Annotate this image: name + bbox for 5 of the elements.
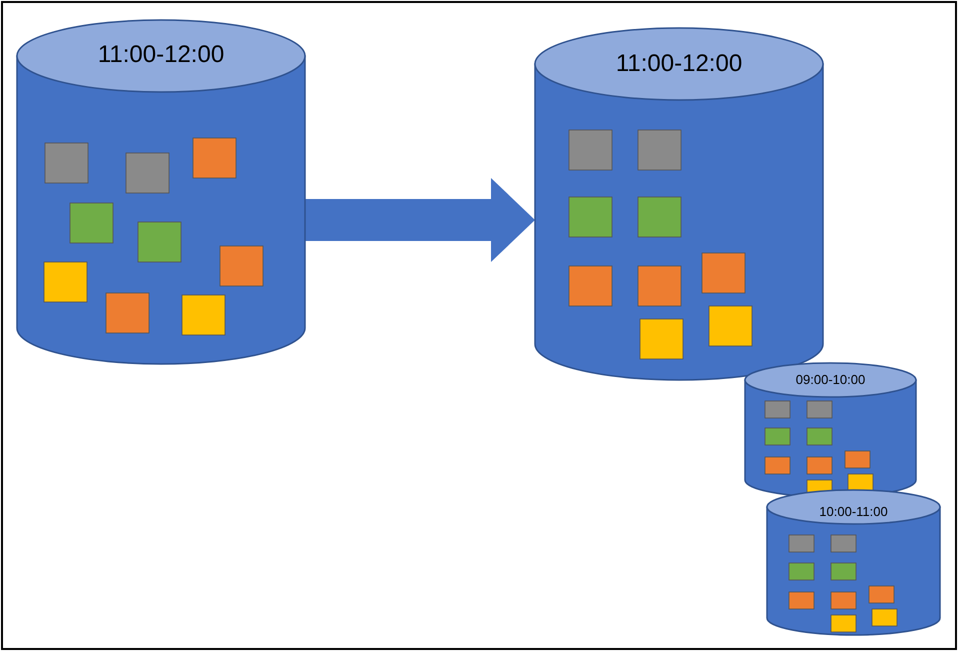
time-range-label: 11:00-12:00: [98, 43, 224, 67]
block-arrow: [305, 178, 535, 262]
time-range-label: 11:00-12:00: [616, 52, 742, 76]
time-range-label: 09:00-10:00: [796, 373, 866, 386]
time-range-label: 10:00-11:00: [819, 505, 888, 518]
